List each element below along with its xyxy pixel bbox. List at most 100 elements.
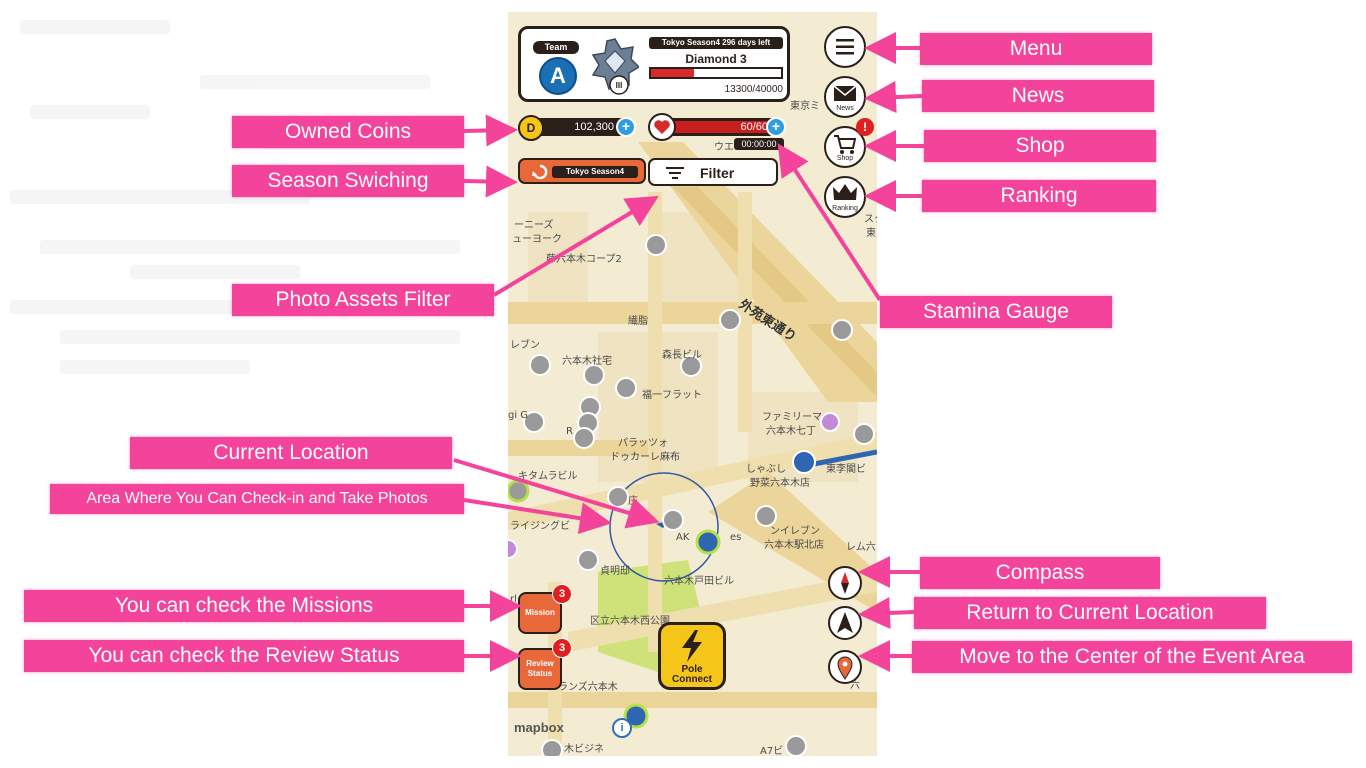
news-label: News <box>836 105 854 112</box>
map-label: 福一フラット <box>642 390 702 401</box>
filter-icon <box>666 167 684 179</box>
event-center-button[interactable] <box>828 650 862 684</box>
map-label: 区立六本木西公園 <box>590 616 670 627</box>
callout-season-switching: Season Swiching <box>232 165 464 197</box>
map-label: 繊脂 <box>628 316 648 327</box>
callout-owned-coins: Owned Coins <box>232 116 464 148</box>
season-label: Tokyo Season4 <box>552 166 638 178</box>
photo-filter-button[interactable]: Filter <box>648 158 778 186</box>
map-label: 東李閣ビ <box>826 464 866 475</box>
callout-missions: You can check the Missions <box>24 590 464 622</box>
stamina-gauge: 60/60 + <box>648 113 786 141</box>
envelope-icon <box>833 85 857 101</box>
map-label: 野菜六本木店 <box>750 478 810 489</box>
season-switch-button[interactable]: Tokyo Season4 <box>518 158 646 184</box>
map-label: レム六 <box>846 542 876 553</box>
callout-photo-filter: Photo Assets Filter <box>232 284 494 316</box>
callout-checkin-area: Area Where You Can Check-in and Take Pho… <box>50 484 464 514</box>
coin-amount: 102,300 <box>574 121 614 133</box>
team-label: Team <box>533 41 579 54</box>
stamina-fill <box>670 121 770 133</box>
navigation-arrow-icon <box>837 612 853 633</box>
map-label: ランズ六本木 <box>558 682 618 693</box>
map-label: 六本木戸田ビル <box>664 576 734 587</box>
callout-shop: Shop <box>924 130 1156 162</box>
map-label: 藤六本木コープ2 <box>546 254 622 265</box>
rank-points: 13300/40000 <box>724 84 783 95</box>
filter-label: Filter <box>700 165 735 181</box>
missions-count-badge: 3 <box>552 584 572 604</box>
map-label: ファミリーマ <box>762 412 822 423</box>
news-button[interactable]: News <box>824 76 866 118</box>
pole-connect-label: Pole Connect <box>672 664 712 685</box>
rank-name: Diamond 3 <box>685 52 747 66</box>
map-label: ライジングビ <box>510 521 570 532</box>
app-screen: 外苑東通り ーニーズ ューヨーク 藤六本木コープ2 繊脂 レブン 六本木社宅 森… <box>508 12 877 756</box>
map-label: 六 <box>850 680 860 691</box>
callout-event-center: Move to the Center of the Event Area <box>912 641 1352 673</box>
map-label: 六本木七丁 <box>766 426 816 437</box>
ranking-label: Ranking <box>832 205 858 212</box>
team-badge: A <box>539 57 577 95</box>
pole-connect-button[interactable]: Pole Connect <box>658 622 726 690</box>
stamina-value: 60/60 <box>740 121 768 133</box>
menu-button[interactable] <box>824 26 866 68</box>
map-label: キタムラビル <box>518 471 578 482</box>
rank-progress-bar <box>649 67 783 79</box>
hamburger-icon <box>836 39 854 55</box>
add-coins-button[interactable]: + <box>616 117 636 137</box>
map-label: es <box>730 532 742 543</box>
rank-status-panel[interactable]: Team A III Tokyo Season4 296 days left D… <box>518 26 790 102</box>
map-label: ンイレブン <box>770 526 820 537</box>
callout-current-location: Current Location <box>130 437 452 469</box>
map-label: スタ <box>864 214 877 225</box>
map-label: gi G <box>508 410 529 421</box>
ranking-button[interactable]: Ranking <box>824 176 866 218</box>
map-pin-icon <box>837 656 853 680</box>
diamond-rank-medal-icon: III <box>591 38 639 95</box>
map-label: A7ビ <box>760 746 784 756</box>
coin-icon: D <box>518 115 544 141</box>
map-label: ーニーズ <box>514 220 554 231</box>
review-count-badge: 3 <box>552 638 572 658</box>
map-label: 六本木駅北店 <box>764 540 824 551</box>
compass-icon <box>841 572 849 594</box>
map-label: しゃぶし <box>746 464 786 475</box>
add-stamina-button[interactable]: + <box>766 117 786 137</box>
rank-progress-fill <box>651 69 695 77</box>
stamina-timer: 00:00:00 <box>734 138 784 150</box>
map-label: ドゥカーレ麻布 <box>610 452 680 463</box>
map-label: ウエ <box>714 142 734 153</box>
map-label: 木ビジネ <box>564 744 604 755</box>
map-label: 貞明邸 <box>600 566 630 577</box>
shop-label: Shop <box>836 155 854 162</box>
callout-review-status: You can check the Review Status <box>24 640 464 672</box>
map-label: レブン <box>510 340 540 351</box>
map-label: 東 <box>866 228 876 239</box>
callout-ranking: Ranking <box>922 180 1156 212</box>
season-days-left: Tokyo Season4 296 days left <box>649 37 783 49</box>
callout-compass: Compass <box>920 557 1160 589</box>
map-label: 六本木社宅 <box>562 356 612 367</box>
map-label: パラッツォ <box>618 438 668 449</box>
cart-icon <box>834 135 857 154</box>
callout-return-location: Return to Current Location <box>914 597 1266 629</box>
refresh-icon <box>532 164 548 180</box>
rank-tier-text: III <box>616 81 623 90</box>
crown-icon <box>833 184 857 200</box>
callout-menu: Menu <box>920 33 1152 65</box>
map-label: 東京ミ <box>790 101 820 112</box>
map-label: R <box>566 426 573 437</box>
callout-stamina-gauge: Stamina Gauge <box>880 296 1112 328</box>
review-status-button[interactable]: Review Status <box>518 648 562 690</box>
lightning-icon <box>682 630 702 662</box>
map-label: ューヨーク <box>512 234 562 245</box>
callout-news: News <box>922 80 1154 112</box>
heart-icon <box>648 113 676 141</box>
info-icon[interactable]: i <box>612 718 632 738</box>
map-label: 森長ビル <box>662 350 702 361</box>
map-label: AK <box>676 532 690 543</box>
owned-coins: D 102,300 + <box>518 115 636 141</box>
mapbox-logo: mapbox <box>514 720 564 735</box>
